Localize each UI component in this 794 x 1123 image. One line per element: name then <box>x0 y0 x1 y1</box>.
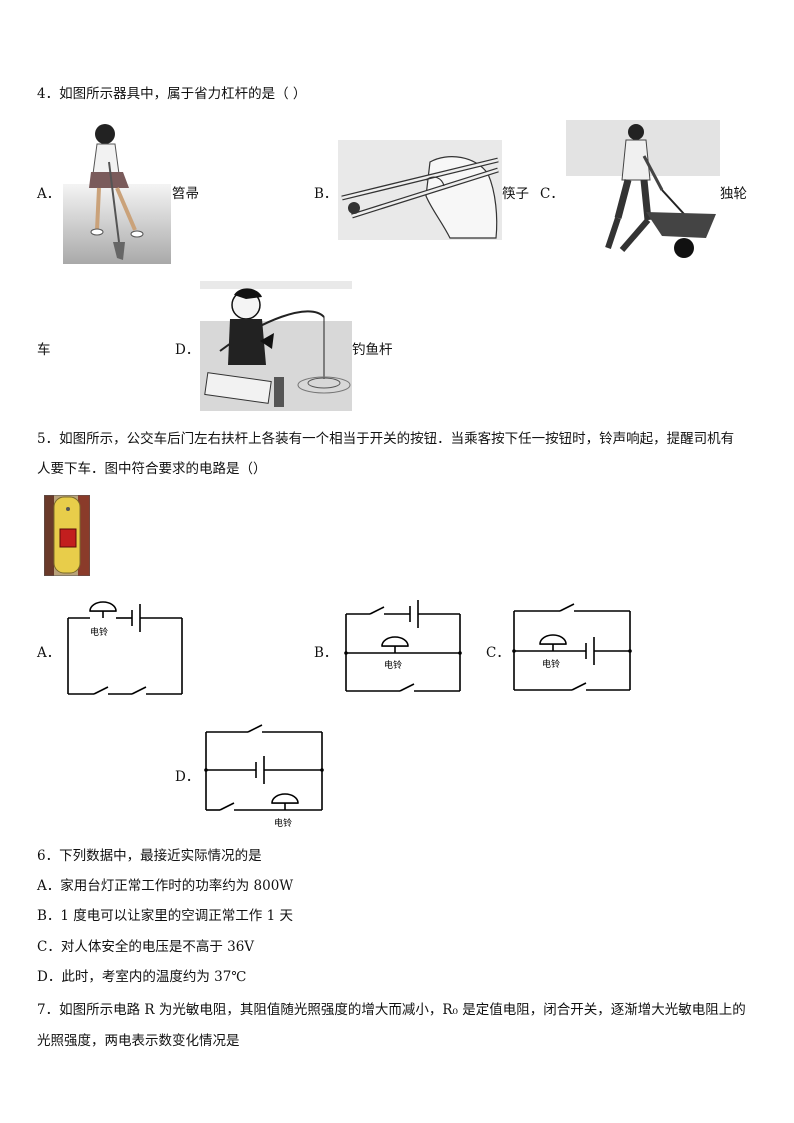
q4-option-b-letter: B． <box>314 186 338 202</box>
q5-stem-line-1: 5．如图所示，公交车后门左右扶杆上各装有一个相当于开关的按钮．当乘客按下任一按钮… <box>37 431 735 447</box>
wheelbarrow-image <box>566 120 720 258</box>
chopsticks-image <box>338 140 502 240</box>
q4-option-d-label: 钓鱼杆 <box>352 342 393 358</box>
circuit-a-diagram: 电铃 <box>67 601 183 695</box>
q4-option-a-letter: A． <box>37 186 61 202</box>
q4-option-c-label-2: 车 <box>37 342 51 358</box>
circuit-d-bell-label: 电铃 <box>274 817 292 829</box>
q7-stem-line-2: 光照强度，两电表示数变化情况是 <box>37 1033 240 1049</box>
q6-stem: 6．下列数据中，最接近实际情况的是 <box>37 848 262 864</box>
circuit-b-diagram: 电铃 <box>344 600 462 692</box>
q4-stem: 4．如图所示器具中，属于省力杠杆的是（ ） <box>37 86 307 102</box>
fishing-rod-image <box>200 281 352 411</box>
circuit-b-bell-label: 电铃 <box>384 659 402 671</box>
q4-option-a-label: 笤帚 <box>172 186 199 202</box>
q7-stem-line-1: 7．如图所示电路 R 为光敏电阻，其阻值随光照强度的增大而减小，R₀ 是定值电阻… <box>37 1002 746 1018</box>
circuit-a-bell-label: 电铃 <box>90 626 108 638</box>
bus-button-image <box>44 495 90 576</box>
q5-stem-line-2: 人要下车．图中符合要求的电路是（） <box>37 461 267 477</box>
q6-option-d: D．此时，考室内的温度约为 37℃ <box>37 969 247 985</box>
q4-option-c-letter: C． <box>540 186 564 202</box>
q6-option-a: A．家用台灯正常工作时的功率约为 800W <box>37 878 294 894</box>
q5-option-a-letter: A． <box>37 645 61 661</box>
circuit-c-diagram: 电铃 <box>512 603 632 691</box>
q5-option-b-letter: B． <box>314 645 338 661</box>
q5-option-c-letter: C． <box>486 645 510 661</box>
q4-option-c-label-1: 独轮 <box>720 186 747 202</box>
q6-option-b: B．1 度电可以让家里的空调正常工作 1 天 <box>37 908 293 924</box>
circuit-d-diagram: 电铃 <box>204 724 324 829</box>
q4-option-b-label: 筷子 <box>502 186 529 202</box>
q4-option-d-letter: D． <box>175 342 200 358</box>
broom-girl-image <box>63 124 171 264</box>
circuit-c-bell-label: 电铃 <box>542 658 560 670</box>
q5-option-d-letter: D． <box>175 769 200 785</box>
q6-option-c: C．对人体安全的电压是不高于 36V <box>37 939 255 955</box>
